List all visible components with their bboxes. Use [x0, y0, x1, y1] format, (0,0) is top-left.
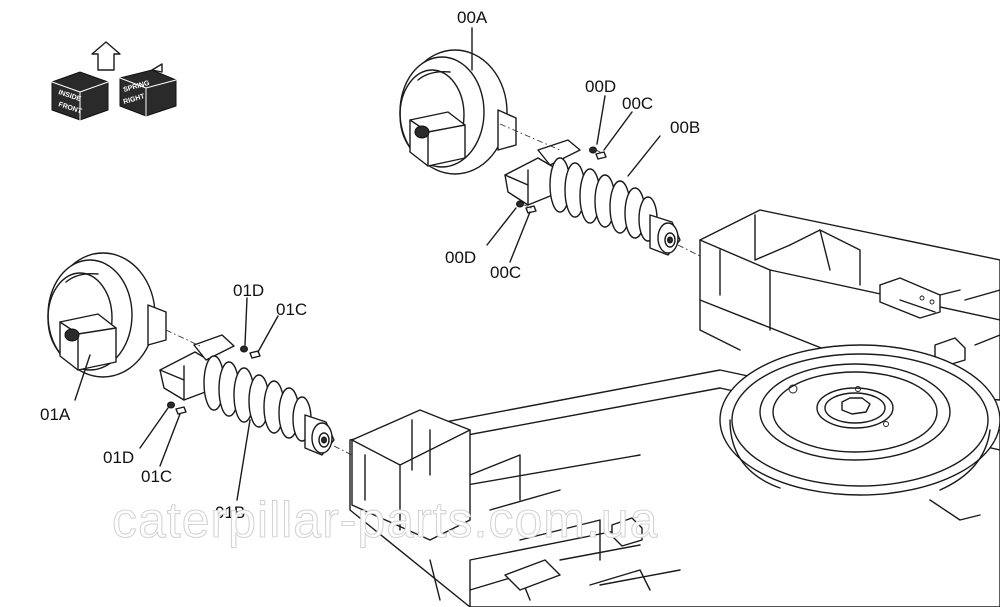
- label-01A: 01A: [40, 405, 71, 424]
- label-00D-bottom: 00D: [445, 248, 476, 267]
- label-00C-bottom: 00C: [490, 263, 521, 282]
- label-01B: 01B: [215, 503, 245, 522]
- bolt-00C-bottom: [525, 205, 537, 214]
- watermark: caterpillar-parts.com.ua: [112, 492, 658, 548]
- spring-coils-upper: [549, 157, 658, 242]
- spring-assembly-01B: [159, 334, 335, 456]
- right-face-icon: [119, 69, 177, 117]
- spring-coils-lower: [203, 355, 312, 442]
- assembly-centerlines: [165, 123, 701, 456]
- label-01C-bottom: 01C: [141, 467, 172, 486]
- washer-00D-bottom: [516, 200, 524, 208]
- label-01D-top: 01D: [233, 281, 264, 300]
- fasteners-lower: [167, 345, 261, 415]
- svg-text:TOP: TOP: [108, 82, 120, 98]
- track-frame: [349, 209, 1000, 607]
- bolt-01C-top: [249, 350, 261, 359]
- up-arrow-icon: [91, 41, 121, 71]
- label-00A: 00A: [457, 8, 488, 27]
- part-labels: 00A 00D 00C 00B 00D 00C 01D 01C 01A 01D …: [40, 8, 700, 522]
- label-00C-top: 00C: [622, 94, 653, 113]
- washer-00D-top: [589, 146, 597, 154]
- idler-00A: [399, 49, 517, 175]
- label-00D-top: 00D: [585, 77, 616, 96]
- label-01D-bottom: 01D: [103, 448, 134, 467]
- leader-lines: [74, 27, 661, 501]
- label-00B: 00B: [670, 118, 700, 137]
- idler-01A: [47, 252, 167, 378]
- orientation-indicator: INSIDE FRONT TOP SPRING RIGHT: [51, 41, 177, 121]
- bolt-00C-top: [595, 151, 607, 160]
- label-01C-top: 01C: [276, 300, 307, 319]
- bolt-01C-bottom: [175, 406, 187, 415]
- washer-01D-bottom: [167, 401, 175, 409]
- washer-01D-top: [240, 345, 248, 353]
- spring-assembly-00B: [504, 139, 681, 256]
